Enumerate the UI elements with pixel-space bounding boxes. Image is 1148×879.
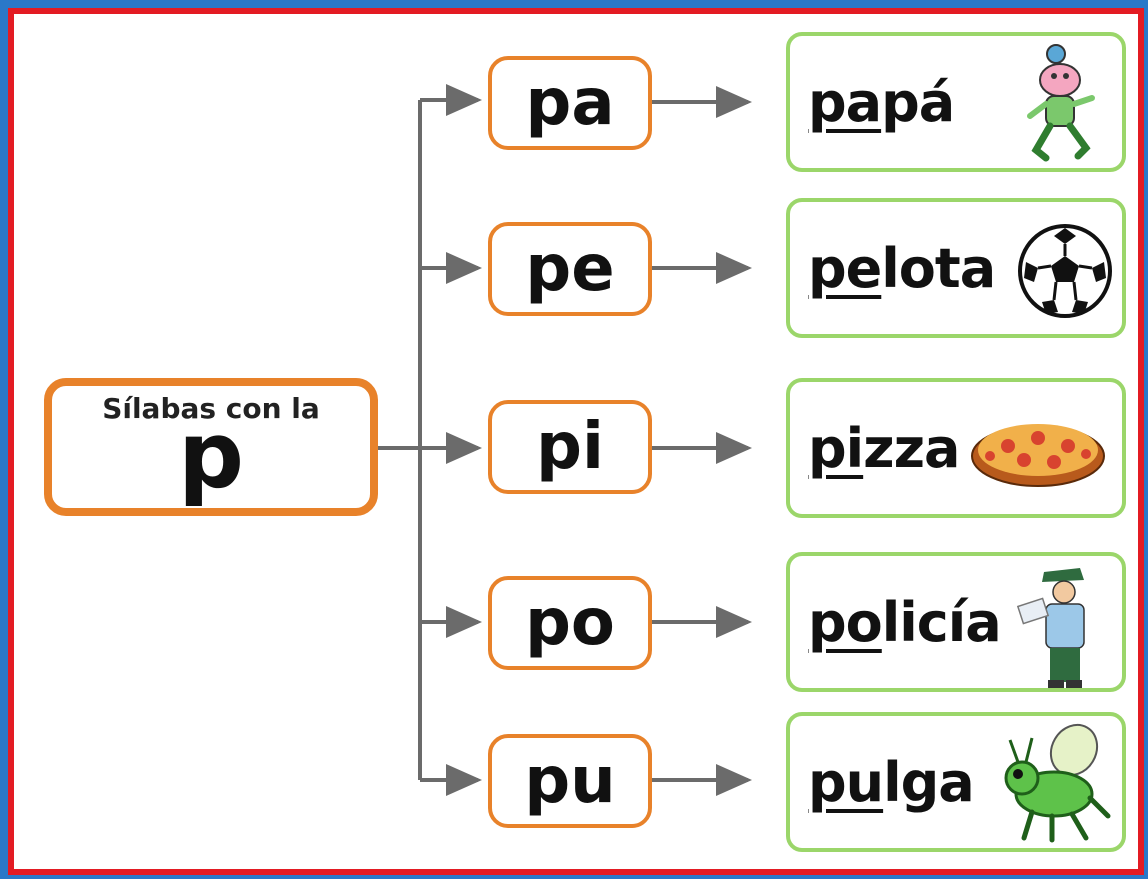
police-officer-icon bbox=[1016, 568, 1085, 688]
word-syllable: pe bbox=[808, 236, 882, 300]
syllable-pe: pe bbox=[488, 222, 652, 316]
word-rest: licía bbox=[881, 590, 1002, 654]
syllable-label: pu bbox=[524, 744, 616, 818]
word-papa: papá bbox=[808, 70, 955, 134]
word-card-policia: policía bbox=[786, 552, 1126, 692]
syllable-label: pe bbox=[525, 232, 615, 306]
syllable-pa: pa bbox=[488, 56, 652, 150]
syllable-label: pi bbox=[536, 410, 604, 484]
soccer-ball-icon bbox=[1018, 224, 1112, 318]
word-rest: lga bbox=[883, 750, 975, 814]
syllable-pu: pu bbox=[488, 734, 652, 828]
flea-icon bbox=[1004, 723, 1111, 843]
word-syllable: pa bbox=[808, 70, 882, 134]
word-rest: pá bbox=[881, 70, 955, 134]
word-card-pulga: pulga bbox=[786, 712, 1126, 852]
syllable-po: po bbox=[488, 576, 652, 670]
word-pizza: pizza bbox=[808, 416, 960, 480]
papa-icon bbox=[1027, 44, 1095, 162]
syllable-label: pa bbox=[525, 66, 615, 140]
syllable-label: po bbox=[525, 586, 615, 660]
word-rest: lota bbox=[881, 236, 996, 300]
root-label: Sílabas con la bbox=[102, 391, 320, 425]
syllable-pi: pi bbox=[488, 400, 652, 494]
word-policia: policía bbox=[808, 590, 1002, 654]
word-pulga: pulga bbox=[808, 750, 975, 814]
word-syllable: po bbox=[808, 590, 883, 654]
pizza-icon bbox=[971, 424, 1105, 487]
root-letter: p bbox=[178, 401, 244, 509]
word-card-pizza: pizza bbox=[786, 378, 1126, 518]
word-syllable: pi bbox=[808, 416, 864, 480]
word-pelota: pelota bbox=[808, 236, 996, 300]
word-card-papa: papá bbox=[786, 32, 1126, 172]
root-node: Sílabas con la p bbox=[44, 378, 378, 516]
word-syllable: pu bbox=[808, 750, 884, 814]
word-rest: zza bbox=[863, 416, 960, 480]
word-card-pelota: pelota bbox=[786, 198, 1126, 338]
